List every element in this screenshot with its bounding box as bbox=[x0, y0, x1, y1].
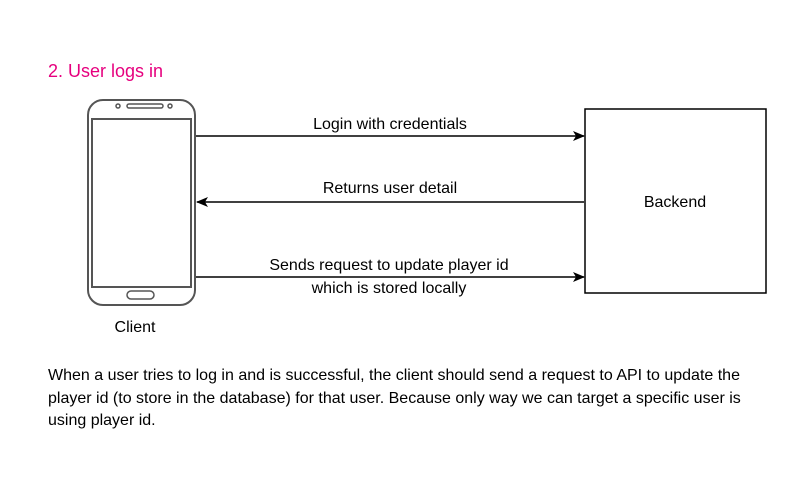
phone-camera bbox=[115, 103, 121, 109]
backend-label: Backend bbox=[644, 194, 706, 211]
login-arrow-label: Login with credentials bbox=[313, 116, 467, 133]
update-arrow-label-line-2: which is stored locally bbox=[311, 280, 467, 297]
phone-speaker bbox=[126, 103, 164, 109]
description-paragraph: When a user tries to log in and is succe… bbox=[48, 367, 741, 429]
return-arrow-label: Returns user detail bbox=[323, 180, 457, 197]
phone-sensor bbox=[167, 103, 173, 109]
smartphone-icon bbox=[87, 99, 196, 306]
phone-screen bbox=[91, 118, 192, 288]
backend-box bbox=[584, 108, 767, 294]
phone-home-button bbox=[126, 290, 155, 300]
client-label: Client bbox=[115, 319, 156, 336]
update-arrow-label-line-1: Sends request to update player id bbox=[269, 257, 508, 274]
section-title: 2. User logs in bbox=[48, 61, 164, 81]
